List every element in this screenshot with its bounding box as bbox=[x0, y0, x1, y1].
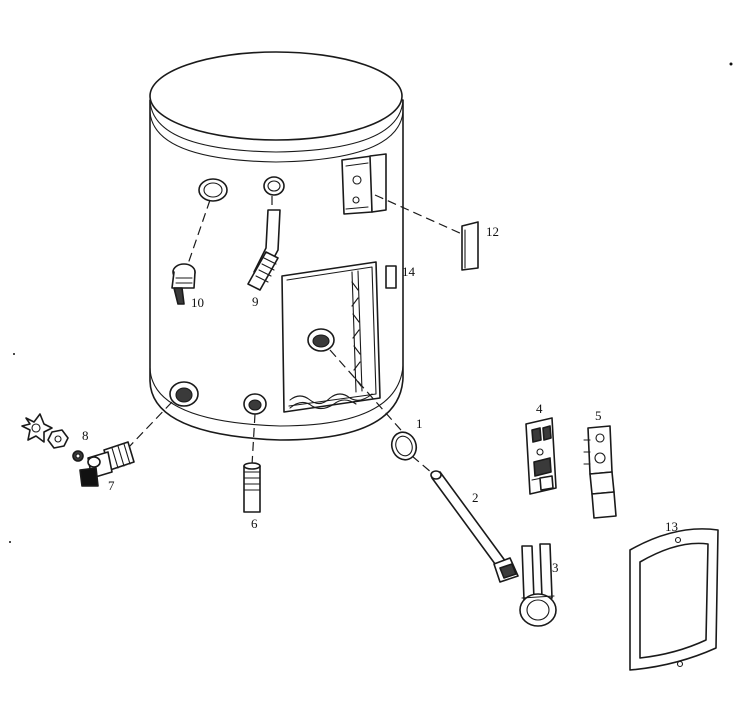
callout-7: 7 bbox=[108, 478, 115, 493]
callout-6: 6 bbox=[251, 516, 258, 531]
callout-9: 9 bbox=[252, 294, 259, 309]
callout-8: 8 bbox=[82, 428, 89, 443]
callout-4: 4 bbox=[536, 401, 543, 416]
heating-element bbox=[430, 470, 519, 583]
callout-10: 10 bbox=[191, 295, 204, 310]
thermostat-bracket bbox=[583, 425, 617, 519]
outlet-fitting bbox=[171, 263, 196, 305]
drain-valve bbox=[79, 441, 135, 487]
speck-mark bbox=[9, 541, 11, 543]
access-panel-cover bbox=[629, 528, 719, 671]
callout-2: 2 bbox=[472, 490, 479, 505]
callout-5: 5 bbox=[595, 408, 602, 423]
speck-mark bbox=[13, 353, 15, 355]
label-tab bbox=[385, 265, 397, 289]
callout-1: 1 bbox=[416, 416, 423, 431]
upper-access-panel bbox=[341, 153, 387, 215]
callout-labels: 1 2 3 4 5 6 7 8 9 10 12 13 14 bbox=[82, 224, 678, 575]
inlet-nipple bbox=[243, 462, 261, 513]
callout-3: 3 bbox=[552, 560, 559, 575]
callout-13: 13 bbox=[665, 519, 678, 534]
thermostat-cover bbox=[461, 221, 479, 271]
element-gasket bbox=[390, 431, 418, 461]
tank-fittings bbox=[169, 176, 285, 415]
element-mounting-plate bbox=[519, 543, 557, 627]
callout-14: 14 bbox=[402, 264, 416, 279]
lower-access-opening bbox=[281, 261, 381, 413]
speck-mark bbox=[729, 62, 733, 66]
callout-12: 12 bbox=[486, 224, 499, 239]
assembly-leader-lines bbox=[127, 194, 463, 479]
valve-hardware bbox=[21, 413, 84, 462]
dip-tube-nipple bbox=[247, 209, 281, 291]
thermostat bbox=[525, 417, 557, 495]
